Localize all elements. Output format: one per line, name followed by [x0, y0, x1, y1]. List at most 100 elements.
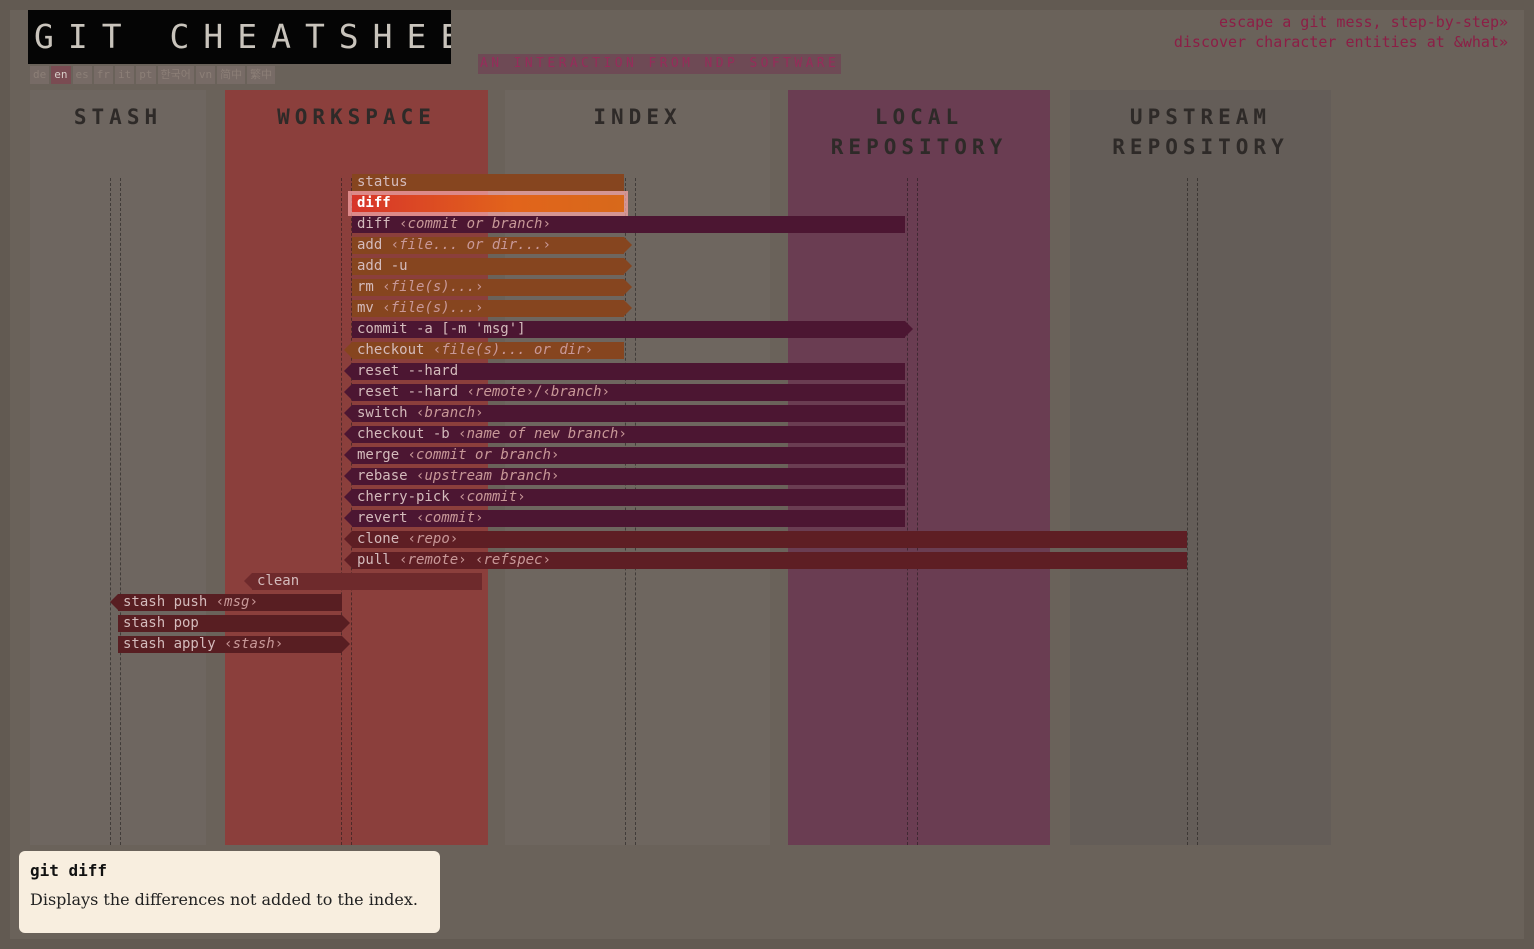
command-argument: remote — [399, 552, 466, 568]
lang-de[interactable]: de — [30, 66, 50, 84]
command-checkout-b[interactable]: checkout -b name of new branch — [344, 426, 905, 443]
command-name: pull — [357, 552, 391, 568]
command-name: switch — [357, 405, 408, 421]
command-name: diff — [357, 195, 391, 211]
lang-es[interactable]: es — [72, 66, 92, 84]
column-title-index: INDEX — [593, 105, 682, 129]
command-stash-push[interactable]: stash push msg — [110, 594, 342, 611]
column-title-upstream-repository: UPSTREAM REPOSITORY — [1112, 105, 1289, 159]
page-subtitle: AN INTERACTION FROM NDP SOFTWARE — [478, 54, 842, 74]
workspace-column[interactable]: WORKSPACE — [225, 90, 488, 845]
command-argument: commit or branch — [408, 447, 560, 463]
command-name: stash push — [123, 594, 208, 610]
command-argument: file(s)... or dir — [433, 342, 593, 358]
arg-separator — [450, 489, 458, 505]
command-rebase[interactable]: rebase upstream branch — [344, 468, 905, 485]
command-revert[interactable]: revert commit — [344, 510, 905, 527]
lang-zh-hans[interactable]: 简中 — [217, 66, 246, 84]
local-repo-guide-line — [917, 178, 918, 845]
arg-separator — [408, 468, 416, 484]
command-argument: refspec — [475, 552, 551, 568]
upstream-repo-guide-line — [1197, 178, 1198, 845]
column-title-local-repository: LOCAL REPOSITORY — [830, 105, 1008, 159]
command-checkout[interactable]: checkout file(s)... or dir — [344, 342, 624, 359]
command-rm[interactable]: rm file(s)... — [352, 279, 632, 296]
arg-separator — [408, 510, 416, 526]
local-repo-guide-line — [907, 178, 908, 845]
command-switch[interactable]: switch branch — [344, 405, 905, 422]
command-name: stash pop — [123, 615, 199, 631]
workspace-guide-line — [341, 178, 342, 845]
command-name: rebase — [357, 468, 408, 484]
command-reset-hard[interactable]: reset --hard remote/branch — [344, 384, 905, 401]
command-merge[interactable]: merge commit or branch — [344, 447, 905, 464]
command-status[interactable]: status — [352, 174, 624, 191]
page-title: GIT CHEATSHEET — [28, 10, 451, 64]
arg-separator — [207, 594, 215, 610]
index-column[interactable]: INDEX — [505, 90, 770, 845]
command-argument: branch — [416, 405, 483, 421]
command-name: checkout -b — [357, 426, 450, 442]
local-repository-column[interactable]: LOCAL REPOSITORY — [788, 90, 1050, 845]
info-title: git diff — [30, 861, 108, 880]
command-stash-apply[interactable]: stash apply stash — [118, 636, 350, 653]
stash-column[interactable]: STASH — [30, 90, 206, 845]
command-add-u[interactable]: add -u — [352, 258, 632, 275]
info-description: Displays the differences not added to th… — [30, 890, 418, 909]
arg-separator — [450, 426, 458, 442]
arg-separator — [399, 531, 407, 547]
upstream-repo-guide-line — [1187, 178, 1188, 845]
command-commit-a-m-msg[interactable]: commit -a [-m 'msg'] — [352, 321, 913, 338]
command-reset-hard[interactable]: reset --hard — [344, 363, 905, 380]
command-diff[interactable]: diff — [352, 195, 624, 212]
command-clean[interactable]: clean — [244, 573, 482, 590]
command-argument: branch — [542, 384, 609, 400]
command-argument: commit or branch — [399, 216, 551, 232]
header-links: escape a git mess, step-by-step» discove… — [1174, 12, 1508, 52]
arg-separator — [382, 237, 390, 253]
command-info-panel: git diff Displays the differences not ad… — [19, 851, 440, 933]
command-name: checkout — [357, 342, 425, 358]
language-switcher: de en es fr it pt 한국어 vn 简中 繁中 — [30, 66, 276, 84]
command-argument: commit — [416, 510, 483, 526]
command-argument: repo — [408, 531, 459, 547]
stash-guide-line — [110, 178, 111, 845]
arg-separator: / — [534, 384, 543, 400]
lang-it[interactable]: it — [115, 66, 135, 84]
command-name: add — [357, 237, 383, 253]
command-name: revert — [357, 510, 408, 526]
lang-vn[interactable]: vn — [195, 66, 216, 84]
column-title-workspace: WORKSPACE — [277, 105, 436, 129]
lang-en[interactable]: en — [51, 66, 71, 84]
command-argument: file(s)... — [382, 279, 483, 295]
arg-separator — [391, 552, 399, 568]
command-name: cherry-pick — [357, 489, 450, 505]
lang-pt[interactable]: pt — [136, 66, 156, 84]
command-name: mv — [357, 300, 374, 316]
arg-separator — [391, 216, 399, 232]
arg-separator — [424, 342, 432, 358]
stash-guide-line — [120, 178, 121, 845]
character-entities-link[interactable]: discover character entities at &what» — [1173, 33, 1508, 51]
arg-separator — [467, 552, 475, 568]
lang-ko[interactable]: 한국어 — [157, 66, 194, 84]
escape-git-mess-link[interactable]: escape a git mess, step-by-step» — [1219, 13, 1508, 31]
command-cherry-pick[interactable]: cherry-pick commit — [344, 489, 905, 506]
arg-separator — [458, 384, 466, 400]
command-pull[interactable]: pull remote refspec — [344, 552, 1187, 569]
command-add[interactable]: add file... or dir... — [352, 237, 632, 254]
command-argument: stash — [224, 636, 283, 652]
command-name: reset --hard — [357, 384, 459, 400]
command-name: status — [357, 174, 408, 190]
lang-fr[interactable]: fr — [93, 66, 113, 84]
command-argument: upstream branch — [416, 468, 559, 484]
lang-zh-hant[interactable]: 繁中 — [247, 66, 276, 84]
arg-separator — [216, 636, 224, 652]
command-stash-pop[interactable]: stash pop — [118, 615, 350, 632]
upstream-repository-column[interactable]: UPSTREAM REPOSITORY — [1070, 90, 1331, 845]
command-diff[interactable]: diff commit or branch — [352, 216, 905, 233]
command-mv[interactable]: mv file(s)... — [352, 300, 632, 317]
command-argument: file... or dir... — [391, 237, 551, 253]
command-clone[interactable]: clone repo — [344, 531, 1187, 548]
arg-separator — [408, 405, 416, 421]
